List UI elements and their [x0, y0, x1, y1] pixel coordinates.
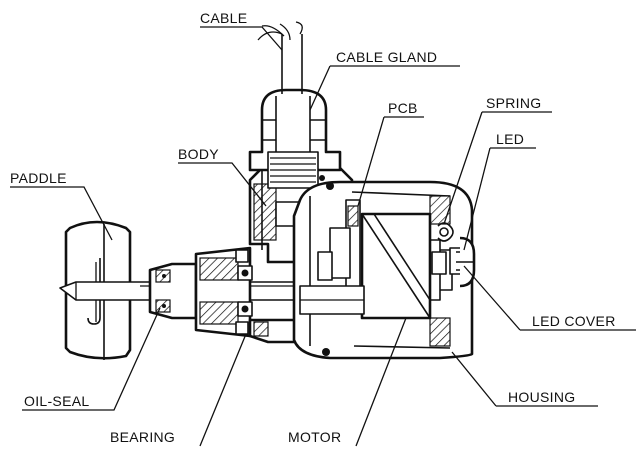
label-led-cover: LED COVER — [532, 313, 616, 329]
label-housing: HOUSING — [508, 389, 575, 405]
labels: CABLE CABLE GLAND PCB SPRING BODY LED PA… — [10, 10, 616, 445]
label-oil-seal: OIL-SEAL — [24, 393, 89, 409]
oil-seal — [148, 262, 198, 320]
label-body: BODY — [178, 146, 219, 162]
label-pcb: PCB — [388, 100, 418, 116]
label-cable-gland: CABLE GLAND — [336, 49, 437, 65]
bearing — [194, 246, 253, 338]
cable — [257, 21, 303, 94]
spring — [431, 222, 454, 275]
label-paddle: PADDLE — [10, 170, 67, 186]
cable-gland — [248, 88, 342, 189]
label-cable: CABLE — [200, 10, 247, 26]
label-spring: SPRING — [486, 95, 541, 111]
label-motor: MOTOR — [288, 429, 341, 445]
leader-lines — [10, 26, 636, 447]
label-led: LED — [496, 131, 524, 147]
motor — [299, 212, 453, 320]
label-bearing: BEARING — [110, 429, 175, 445]
